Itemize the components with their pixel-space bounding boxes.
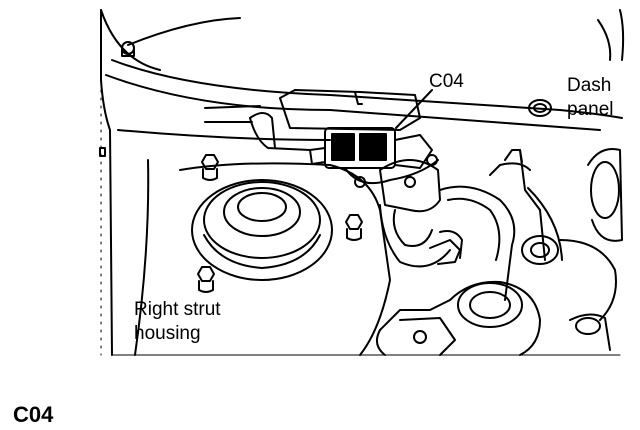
connector-label: C04 [429, 71, 464, 92]
c04-leader-line [395, 89, 433, 129]
dash-panel-grommet [528, 99, 552, 117]
dash-panel-label-line2: panel [567, 99, 614, 120]
strut-bolt [201, 154, 219, 181]
dash-panel-label-line1: Dash [567, 75, 612, 96]
wiring-harness [429, 149, 563, 301]
right-component [521, 148, 623, 321]
strut-housing-label-line1: Right strut [134, 299, 221, 320]
clip-mark [99, 147, 106, 157]
fender-edge [99, 9, 625, 356]
strut-housing-label-line2: housing [134, 323, 201, 344]
strut-bolt [345, 214, 363, 241]
strut-bolt [197, 266, 215, 293]
strut-housing [134, 159, 391, 356]
connector-c04 [309, 127, 439, 184]
connector-id-caption: C04 [13, 402, 54, 427]
throttle-body [375, 280, 611, 356]
mounting-bracket [354, 154, 451, 268]
bolt-top-left [121, 41, 135, 57]
